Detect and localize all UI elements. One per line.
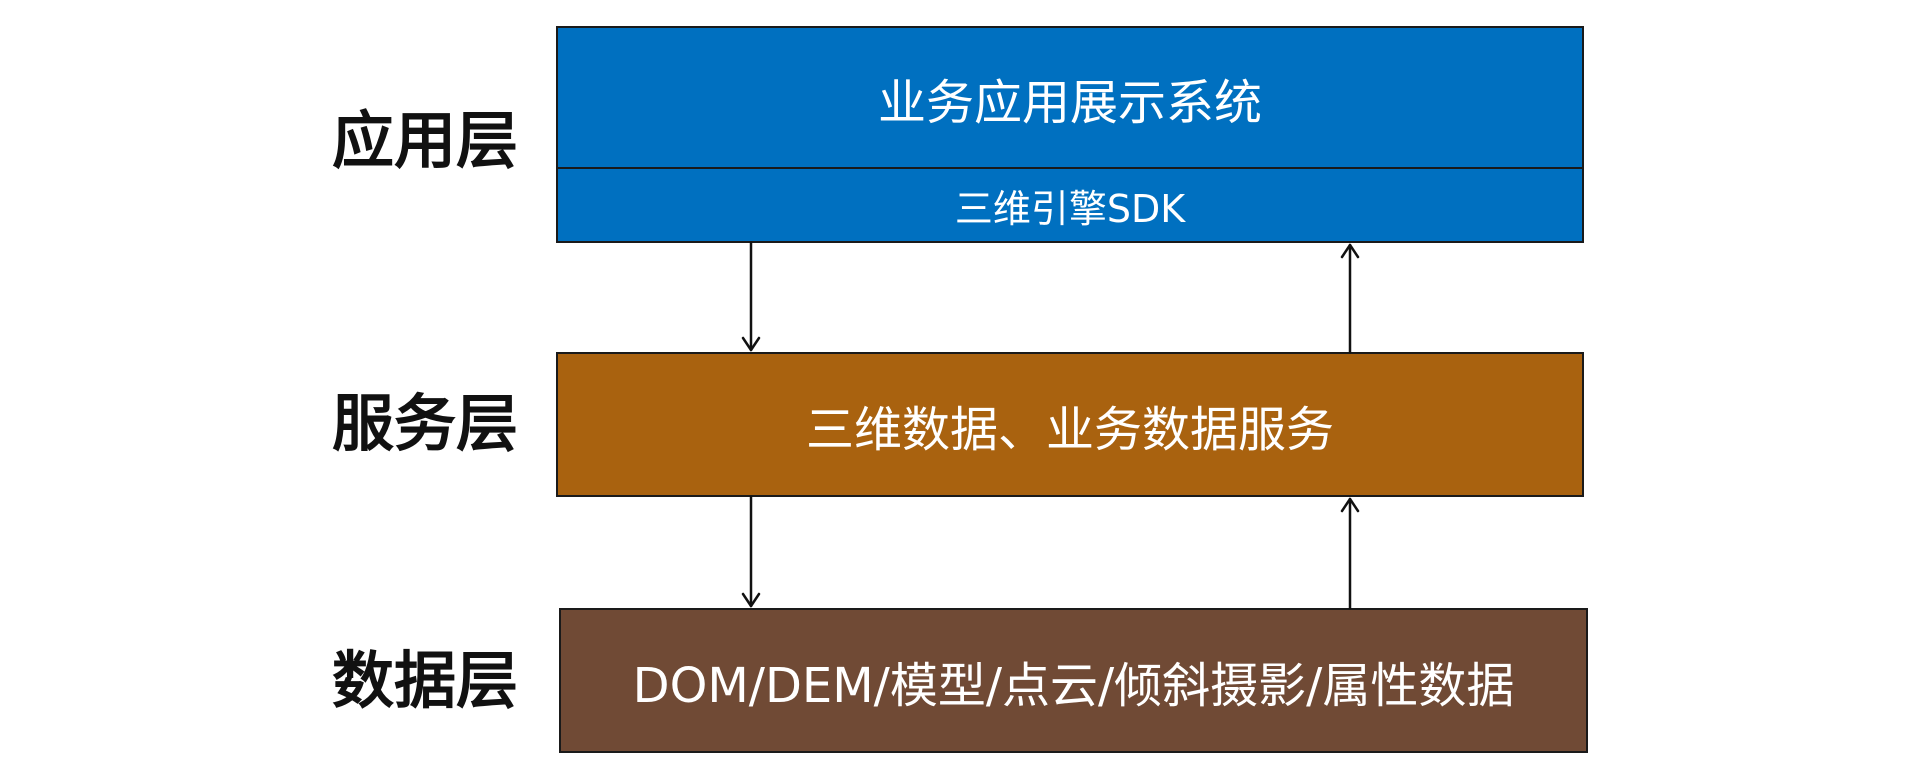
business-app-display-system-box: 业务应用展示系统 [556,26,1584,169]
data-sources-box: DOM/DEM/模型/点云/倾斜摄影/属性数据 [559,608,1588,753]
data-services-text: 三维数据、业务数据服务 [805,401,1334,458]
3d-engine-sdk-box: 三维引擎SDK [556,167,1584,243]
data-services-box: 三维数据、业务数据服务 [556,352,1584,497]
data-to-service-up-arrow [1340,497,1360,610]
application-layer-label: 应用层 [331,104,518,177]
3d-engine-sdk-text: 三维引擎SDK [954,186,1186,231]
service-layer-label: 服务层 [331,387,518,460]
app-to-service-down-arrow [741,241,761,352]
business-app-display-system-text: 业务应用展示系统 [877,74,1262,131]
data-layer-label: 数据层 [331,644,518,717]
service-to-app-up-arrow [1340,243,1360,354]
service-to-data-down-arrow [741,495,761,608]
data-sources-text: DOM/DEM/模型/点云/倾斜摄影/属性数据 [632,657,1515,714]
